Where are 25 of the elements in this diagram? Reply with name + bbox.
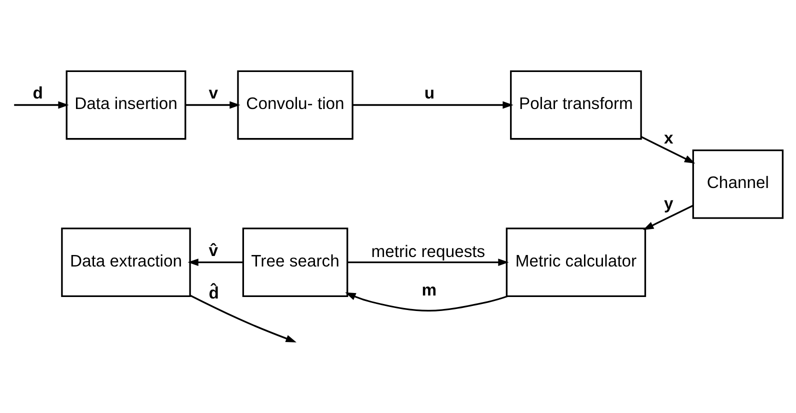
arrow: [188, 258, 244, 266]
arrow: [643, 204, 694, 230]
node-box: Tree search: [242, 228, 348, 297]
edge-label: metric requests: [371, 242, 486, 261]
arrow: [352, 101, 514, 109]
edge-label: m: [422, 280, 437, 300]
edge-label: d̂: [208, 284, 219, 303]
arrow: [186, 101, 240, 109]
node-box: Convolu- tion: [237, 70, 354, 140]
node-box: Data insertion: [66, 70, 186, 140]
edge-label: u: [424, 84, 435, 103]
arrow: [347, 258, 509, 266]
edge-label: x: [664, 128, 674, 148]
arrow: [14, 101, 69, 109]
node-box: Data extraction: [61, 228, 191, 297]
arrow: [190, 294, 296, 342]
node-box: Channel: [692, 150, 784, 219]
edge-label: v̂: [208, 240, 218, 260]
arrow: [640, 136, 696, 164]
edge-label: v: [208, 84, 218, 103]
edge-label: d: [32, 84, 43, 103]
arrow: [345, 292, 508, 312]
edge-label: y: [664, 194, 674, 213]
node-box: Polar transform: [510, 70, 642, 140]
node-box: Metric calculator: [506, 228, 646, 297]
